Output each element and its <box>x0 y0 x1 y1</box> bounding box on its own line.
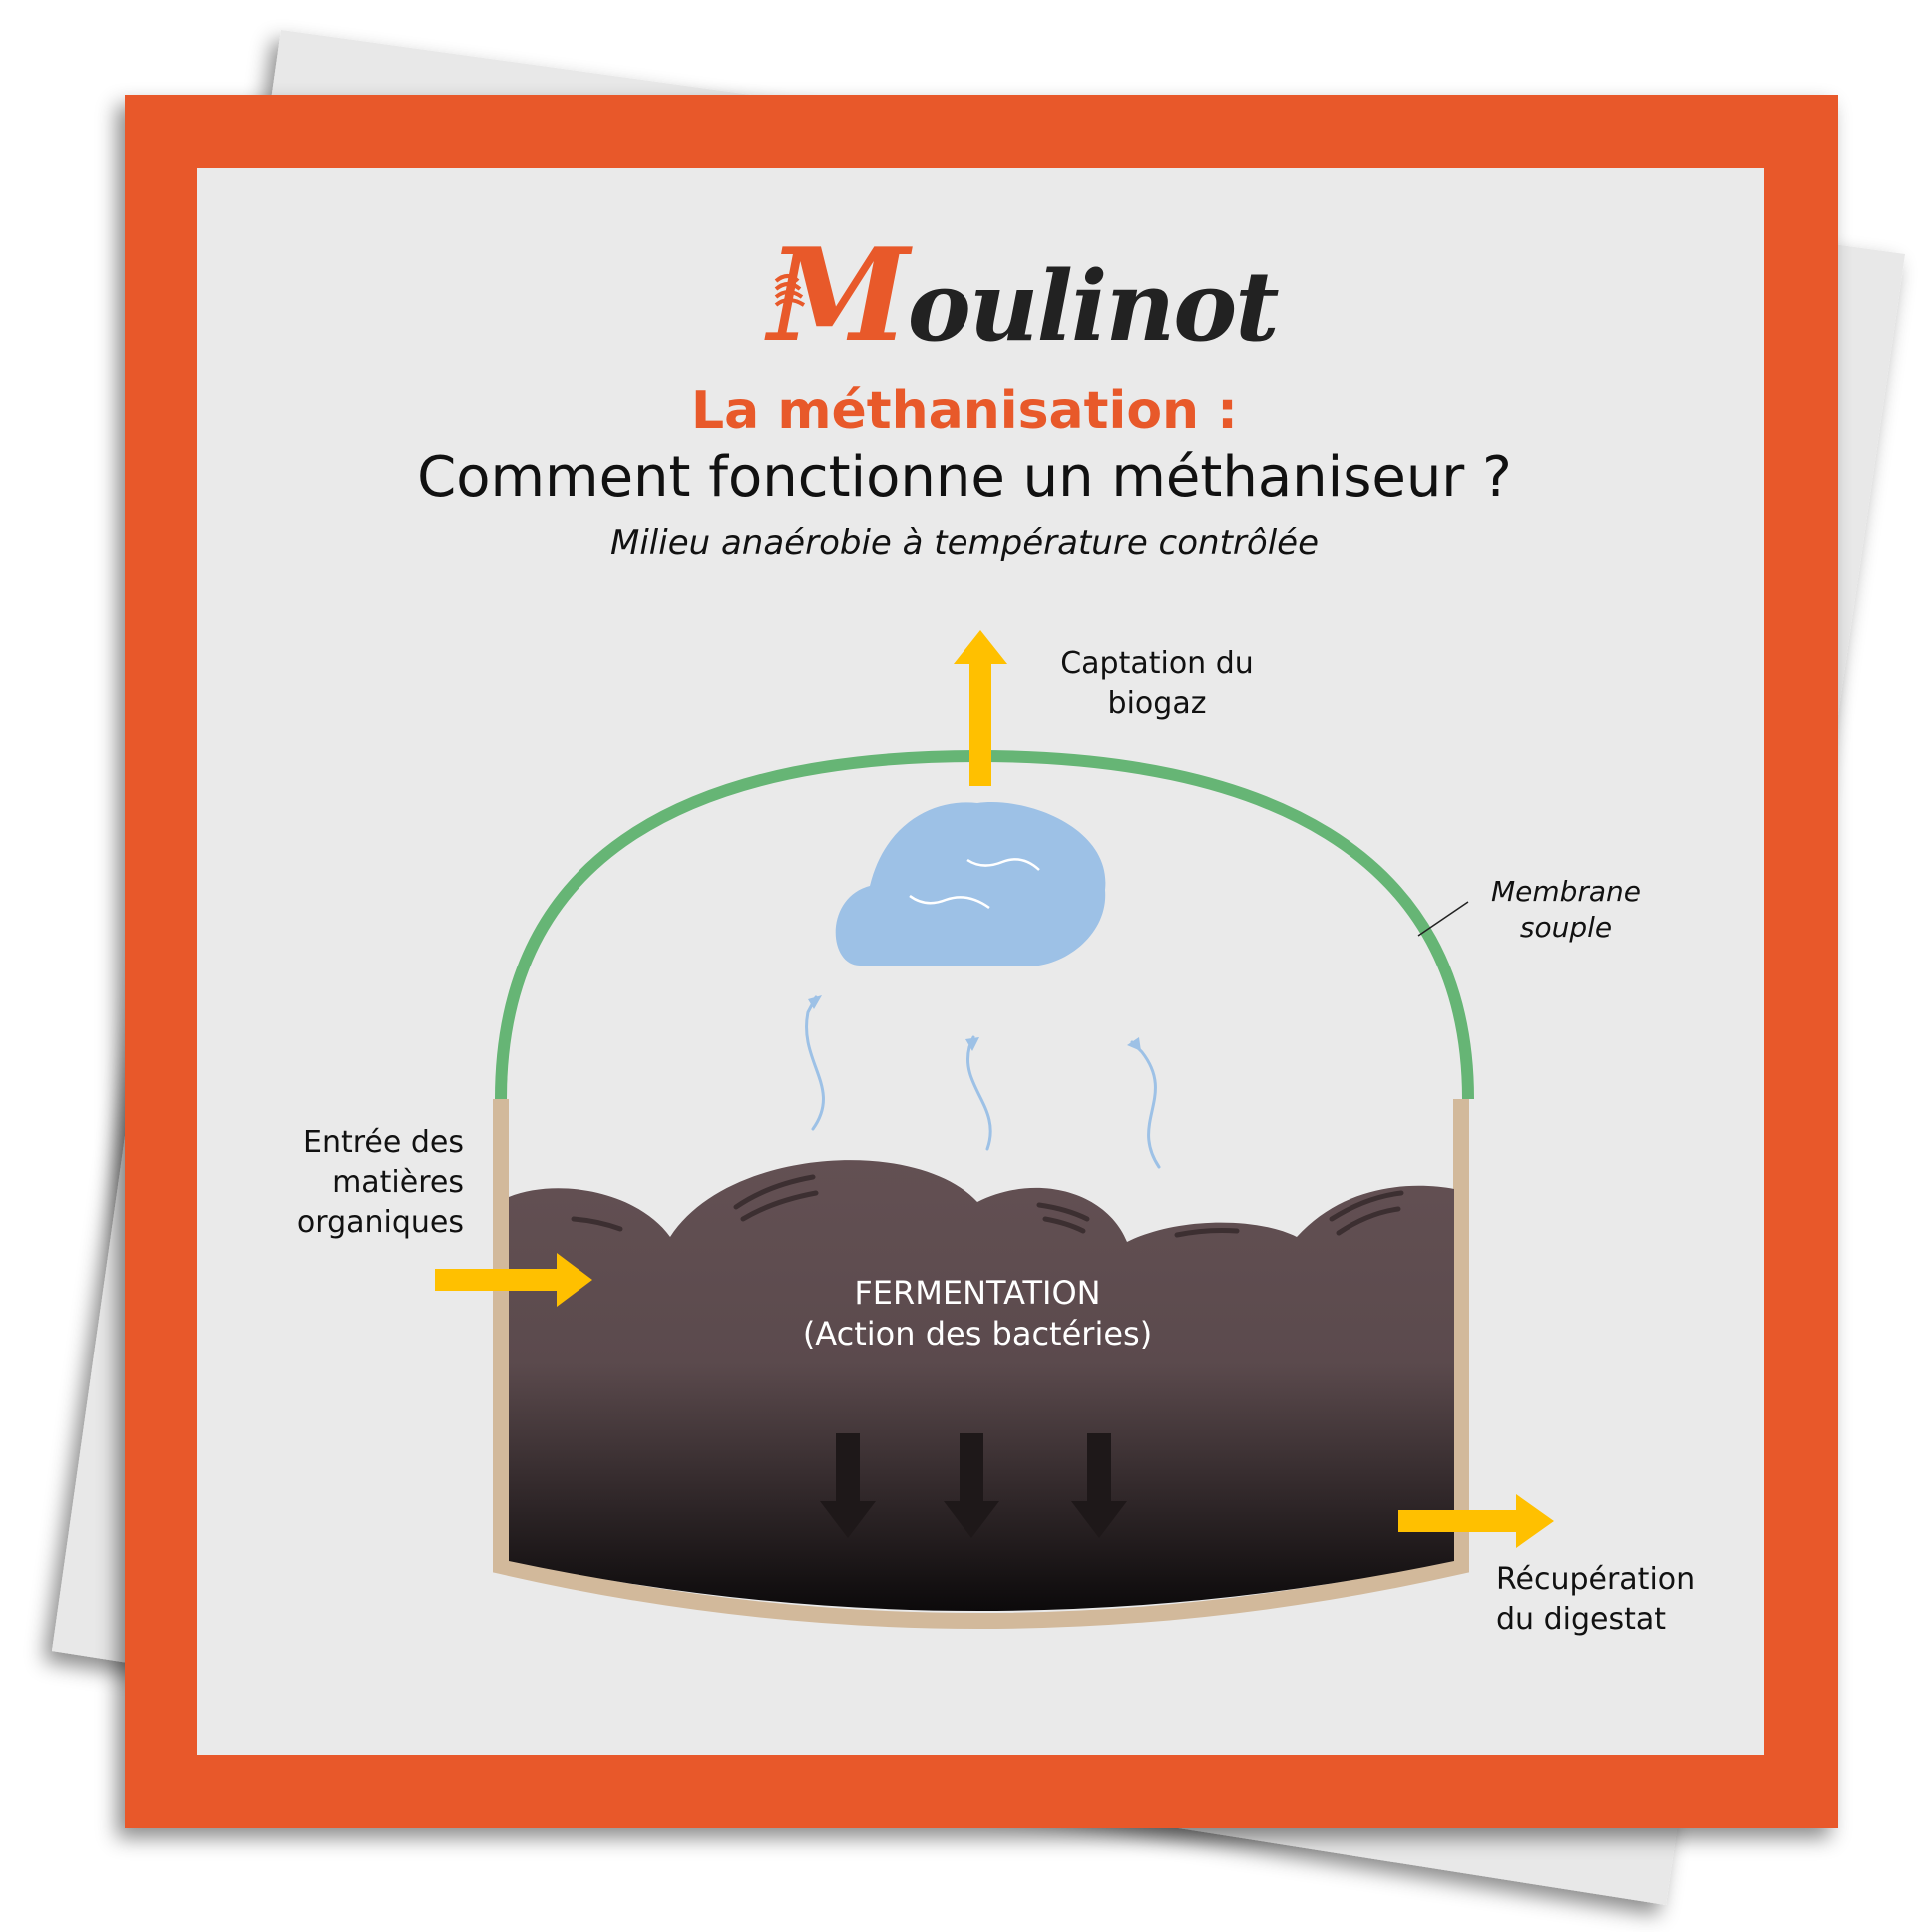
page-title: La méthanisation : <box>691 381 1238 441</box>
label-line: Entrée des <box>303 1125 464 1160</box>
logo-mark-icon <box>774 274 806 307</box>
label-line: souple <box>1519 911 1613 944</box>
label-line: Membrane <box>1490 875 1642 908</box>
membrane-pointer-line <box>1417 901 1469 937</box>
mass-texture-strokes <box>571 1174 1404 1238</box>
label-line: Récupération <box>1496 1562 1696 1597</box>
label-organic-input: Entrée des matières organiques <box>239 1123 464 1243</box>
label-line: FERMENTATION <box>854 1274 1101 1312</box>
label-digestate-recovery: Récupération du digestat <box>1496 1560 1775 1640</box>
logo-initial: M <box>768 221 910 371</box>
label-line: Captation du <box>1060 646 1254 681</box>
settling-arrows <box>820 1433 1127 1538</box>
down-arrow-icon <box>944 1433 999 1538</box>
wisp-arrow-icon <box>1130 1040 1161 1169</box>
label-flexible-membrane: Membrane souple <box>1466 874 1666 946</box>
organic-matter-mass <box>509 1160 1454 1611</box>
label-fermentation: FERMENTATION (Action des bactéries) <box>758 1273 1197 1354</box>
label-biogas-capture: Captation du biogaz <box>1037 644 1277 724</box>
down-arrow-icon <box>820 1433 876 1538</box>
wisp-arrow-icon <box>805 995 825 1131</box>
page-subtitle: Comment fonctionne un méthaniseur ? <box>417 445 1512 510</box>
wisp-arrow-icon <box>966 1035 992 1151</box>
label-line: organiques <box>296 1205 464 1240</box>
label-line: matières <box>332 1165 464 1200</box>
label-line: du digestat <box>1496 1602 1667 1637</box>
logo-rest: oulinot <box>907 250 1280 363</box>
digestate-output-arrow-icon <box>1398 1494 1554 1548</box>
down-arrow-icon <box>1071 1433 1127 1538</box>
gas-cloud-icon <box>835 802 1106 966</box>
biogas-output-arrow-icon <box>954 630 1007 786</box>
organic-input-arrow-icon <box>435 1253 592 1307</box>
label-line: (Action des bactéries) <box>802 1315 1153 1352</box>
moulinot-logo: Moulinot <box>768 221 1280 371</box>
conditions-note: Milieu anaérobie à température contrôlée <box>610 523 1319 563</box>
digester-tank <box>493 1099 1469 1629</box>
rising-gas-wisps <box>805 995 1161 1169</box>
label-line: biogaz <box>1107 686 1207 721</box>
